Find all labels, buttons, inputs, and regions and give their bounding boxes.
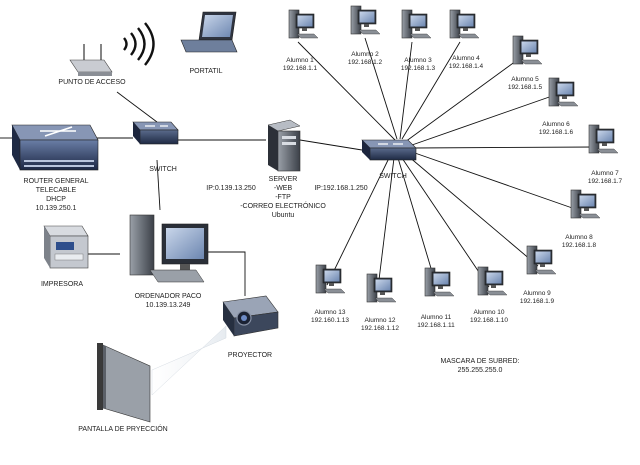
student-ip: 192.168.1.9	[519, 298, 555, 305]
student-pc-icon	[526, 245, 557, 275]
switch-right-icon	[361, 139, 417, 161]
student-ip: 192.168.1.11	[417, 322, 455, 329]
student-ip: 192.168.1.5	[507, 84, 543, 91]
server-ip-right: IP:192.168.1.250	[314, 185, 368, 192]
subnet-mask-title: MASCARA DE SUBRED:	[440, 358, 520, 365]
student-name: Alumno 9	[523, 290, 551, 297]
router-label-2: TELECABLE	[35, 187, 77, 194]
laptop-icon	[180, 11, 238, 53]
server-title: SERVER	[268, 176, 298, 183]
student-pcs	[288, 5, 619, 303]
student-ip: 192.168.1.8	[561, 242, 597, 249]
student-name: Alumno 5	[511, 76, 539, 83]
student-ip: 192.168.1.6	[538, 129, 574, 136]
router-label-3: DHCP	[46, 196, 66, 203]
student-pc-icon	[315, 264, 346, 294]
projection-beam	[151, 325, 227, 396]
student-name: Alumno 8	[565, 234, 593, 241]
projection-screen-icon	[97, 343, 151, 423]
switch-left-icon	[132, 121, 179, 145]
student-pc-icon	[477, 266, 508, 296]
student-pc-icon	[366, 273, 397, 303]
student-ip: 192.168.1.12	[361, 325, 399, 332]
student-ip: 192.160.1.13	[311, 317, 349, 324]
student-name: Alumno 7	[591, 170, 619, 177]
student-name: Alumno 4	[452, 55, 480, 62]
router-label-1: ROUTER GENERAL	[23, 178, 89, 185]
student-pc-icon	[570, 189, 601, 219]
projector-icon	[222, 295, 279, 337]
router-ip: 10.139.250.1	[35, 205, 77, 212]
student-ip: 192.168.1.7	[587, 178, 623, 185]
switch-right-label: SWITCH	[379, 173, 407, 180]
student-name: Alumno 13	[314, 309, 346, 316]
pc-paco-ip: 10.139.13.249	[145, 302, 191, 309]
student-name: Alumno 2	[351, 51, 379, 58]
server-service-ftp: -FTP	[275, 194, 291, 201]
student-name: Alumno 6	[542, 121, 570, 128]
pc-paco-label: ORDENADOR PACO	[134, 293, 202, 300]
student-pc-icon	[401, 9, 432, 39]
student-pc-icon	[512, 35, 543, 65]
pc-paco-icon	[129, 214, 209, 283]
printer-label: IMPRESORA	[40, 281, 84, 288]
router-icon	[11, 124, 99, 171]
server-service-web: -WEB	[273, 185, 293, 192]
server-service-mail: -CORREO ELECTRÓNICO	[240, 203, 326, 210]
student-ip: 192.168.1.10	[470, 317, 508, 324]
student-ip: 192.168.1.3	[400, 65, 436, 72]
laptop-label: PORTATIL	[189, 68, 223, 75]
student-name: Alumno 12	[364, 317, 396, 324]
server-ip-left: IP:0.139.13.250	[206, 185, 256, 192]
server-os: Ubuntu	[271, 212, 295, 219]
student-name: Alumno 10	[473, 309, 505, 316]
student-pc-icon	[548, 77, 579, 107]
screen-label: PANTALLA DE PRYECCIÓN	[78, 426, 168, 433]
student-name: Alumno 3	[404, 57, 432, 64]
student-name: Alumno 11	[420, 314, 452, 321]
access-point-label: PUNTO DE ACCESO	[58, 79, 126, 86]
student-pc-icon	[449, 9, 480, 39]
student-ip: 192.168.1.1	[282, 65, 318, 72]
student-pc-icon	[588, 124, 619, 154]
student-name: Alumno 1	[286, 57, 314, 64]
connection-lines	[0, 37, 597, 296]
student-ip: 192.168.1.2	[347, 59, 383, 66]
printer-icon	[43, 225, 89, 269]
student-pc-icon	[288, 9, 319, 39]
switch-left-label: SWITCH	[149, 166, 177, 173]
student-pc-icon	[424, 267, 455, 297]
access-point-icon	[69, 22, 155, 76]
subnet-mask-value: 255.255.255.0	[457, 367, 503, 374]
server-icon	[267, 119, 301, 172]
student-ip: 192.168.1.4	[448, 63, 484, 70]
projector-label: PROYECTOR	[227, 352, 273, 359]
student-pc-icon	[350, 5, 381, 35]
